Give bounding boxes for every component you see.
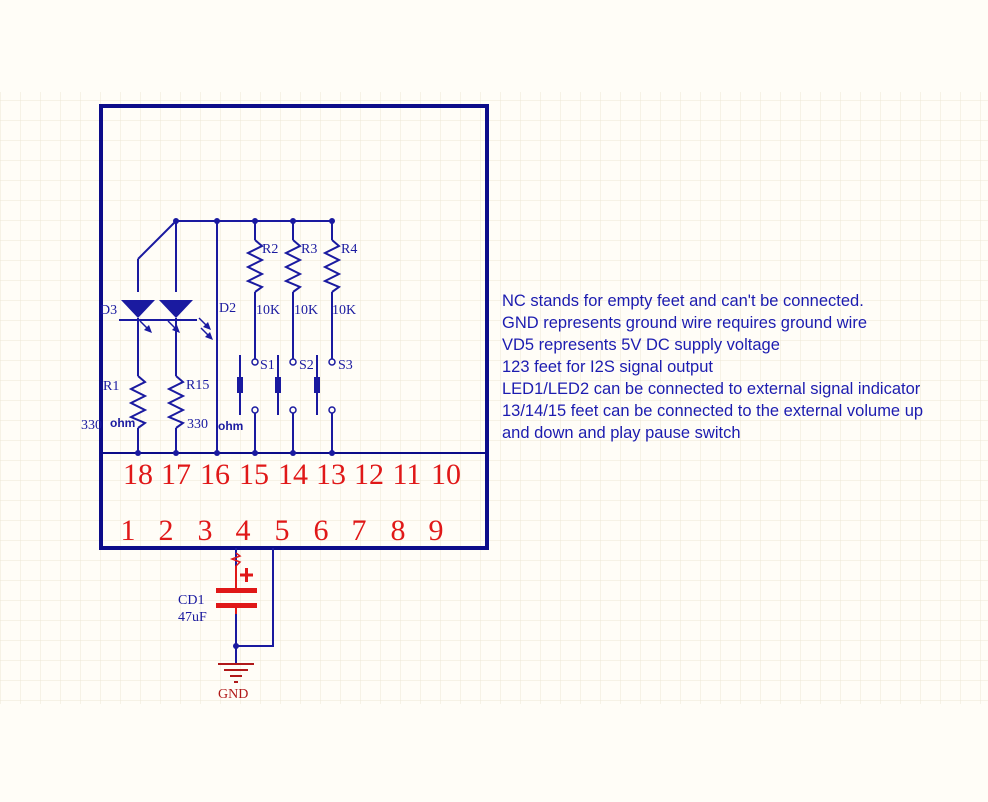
pin-number: 4	[236, 514, 251, 547]
resistor-r1	[128, 375, 148, 429]
switch-s2	[275, 355, 297, 415]
pin-numbers-top: 18 17 16 15 14 13 12 11 10	[123, 458, 461, 491]
note-line: LED1/LED2 can be connected to external s…	[502, 380, 921, 398]
note-line: VD5 represents 5V DC supply voltage	[502, 336, 780, 354]
pin-number: 1	[121, 514, 136, 547]
resistor-r15	[166, 375, 186, 429]
pin-number: 16	[200, 458, 230, 491]
ground-symbol	[218, 663, 254, 683]
label-r3-value: 10K	[294, 303, 318, 318]
capacitor-cd1	[216, 552, 257, 614]
label-r4: R4	[341, 242, 357, 257]
pin-number: 17	[161, 458, 191, 491]
note-line: GND represents ground wire requires grou…	[502, 314, 867, 332]
pin-number: 6	[314, 514, 329, 547]
pin-number: 5	[275, 514, 290, 547]
resistor-r3	[283, 239, 303, 293]
label-r2-value: 10K	[256, 303, 280, 318]
pin-number: 11	[393, 458, 422, 491]
pin-number: 18	[123, 458, 153, 491]
note-line: 123 feet for I2S signal output	[502, 358, 713, 376]
note-line: NC stands for empty feet and can't be co…	[502, 292, 864, 310]
pin-number: 14	[278, 458, 308, 491]
pin-number: 2	[159, 514, 174, 547]
label-s2: S2	[299, 358, 314, 373]
pin-number: 12	[354, 458, 384, 491]
junction-dots	[135, 218, 335, 649]
switch-s3	[314, 355, 336, 415]
pin-number: 3	[198, 514, 213, 547]
label-s3: S3	[338, 358, 353, 373]
label-d3: D3	[100, 303, 117, 318]
led-d2-light-arrows	[198, 317, 213, 340]
switch-s1	[237, 355, 259, 415]
pin-number: 10	[431, 458, 461, 491]
notes-panel: NC stands for empty feet and can't be co…	[502, 290, 923, 444]
label-s1: S1	[260, 358, 275, 373]
label-r1-value-b: ohm	[110, 416, 135, 430]
note-line: 13/14/15 feet can be connected to the ex…	[502, 402, 924, 420]
pin-number: 13	[316, 458, 346, 491]
pin-number: 7	[352, 514, 367, 547]
label-r15-value-a: 330	[187, 417, 208, 432]
led-d3-symbol	[119, 300, 197, 333]
label-r1-value-a: 330	[81, 418, 102, 433]
label-cd1-value: 47uF	[178, 610, 207, 625]
grid-background	[0, 92, 988, 704]
label-r15: R15	[186, 378, 209, 393]
label-r15-value-b: ohm	[218, 419, 243, 433]
label-cd1: CD1	[178, 593, 204, 608]
pin-number: 9	[429, 514, 444, 547]
resistor-r2	[245, 239, 265, 293]
resistor-r4	[322, 239, 342, 293]
label-d2: D2	[219, 301, 236, 316]
component-labels: D3 D2 R1 330 ohm R15 330 ohm R2 R3 R4 10…	[81, 242, 357, 702]
label-gnd: GND	[218, 687, 248, 702]
label-r2: R2	[262, 242, 278, 257]
pin-number: 8	[391, 514, 406, 547]
label-r4-value: 10K	[332, 303, 356, 318]
pin-number: 15	[239, 458, 269, 491]
pin-numbers-bottom: 1 2 3 4 5 6 7 8 9	[121, 514, 444, 547]
note-line: and down and play pause switch	[502, 424, 741, 442]
label-r1: R1	[103, 379, 119, 394]
label-r3: R3	[301, 242, 317, 257]
